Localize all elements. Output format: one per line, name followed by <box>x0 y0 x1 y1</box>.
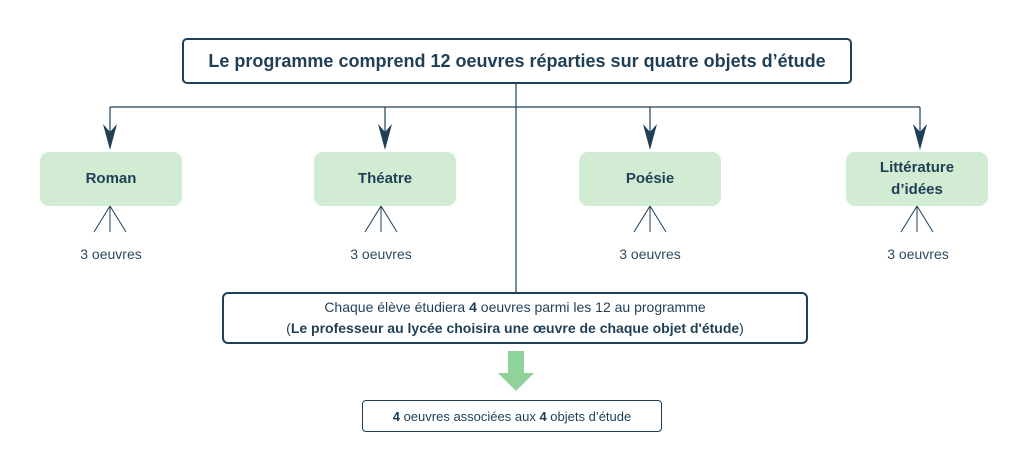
category-label: Poésie <box>625 170 675 187</box>
crowfoot-theatre <box>364 205 398 233</box>
crowfoot-poesie <box>633 205 667 233</box>
student-note-line1: Chaque élève étudiera 4 oeuvres parmi le… <box>324 297 705 318</box>
result-text: 4 oeuvres associées aux 4 objets d’étude <box>393 409 632 424</box>
arrowhead-poesie <box>643 124 657 150</box>
note-prefix: Chaque élève étudiera <box>324 299 470 315</box>
crowfoot-litterature <box>900 205 934 233</box>
result-box: 4 oeuvres associées aux 4 objets d’étude <box>362 400 662 432</box>
count-theatre: 3 oeuvres <box>350 246 412 262</box>
result-text-1: oeuvres associées aux <box>399 408 540 424</box>
count-roman: 3 oeuvres <box>80 246 142 262</box>
arrowhead-roman <box>103 124 117 150</box>
category-roman: Roman <box>40 152 182 206</box>
student-note-box: Chaque élève étudiera 4 oeuvres parmi le… <box>222 292 808 344</box>
category-label: Littérature d’idées <box>879 159 955 198</box>
count-poesie: 3 oeuvres <box>619 246 681 262</box>
category-poesie: Poésie <box>579 152 721 206</box>
note-open-paren: ( <box>286 320 291 336</box>
category-label: Théatre <box>357 170 413 187</box>
count-litterature: 3 oeuvres <box>887 246 949 262</box>
teacher-note: Le professeur au lycée choisira une œuvr… <box>290 320 740 336</box>
note-number: 4 <box>469 299 477 315</box>
result-text-2: objets d’étude <box>546 408 632 424</box>
category-label: Roman <box>85 170 137 187</box>
arrowhead-litterature <box>913 124 927 150</box>
note-close-paren: ) <box>739 320 744 336</box>
note-suffix: oeuvres parmi les 12 au programme <box>476 299 706 315</box>
title-text: Le programme comprend 12 oeuvres réparti… <box>208 50 826 71</box>
crowfoot-roman <box>93 205 127 233</box>
student-note-line2: (Le professeur au lycée choisira une œuv… <box>286 318 744 339</box>
down-arrow-icon <box>498 351 534 391</box>
arrowhead-theatre <box>378 124 392 150</box>
category-theatre: Théatre <box>314 152 456 206</box>
result-number-1: 4 <box>392 408 400 424</box>
category-litterature: Littérature d’idées <box>846 152 988 206</box>
title-box: Le programme comprend 12 oeuvres réparti… <box>182 38 852 84</box>
result-number-2: 4 <box>539 408 547 424</box>
